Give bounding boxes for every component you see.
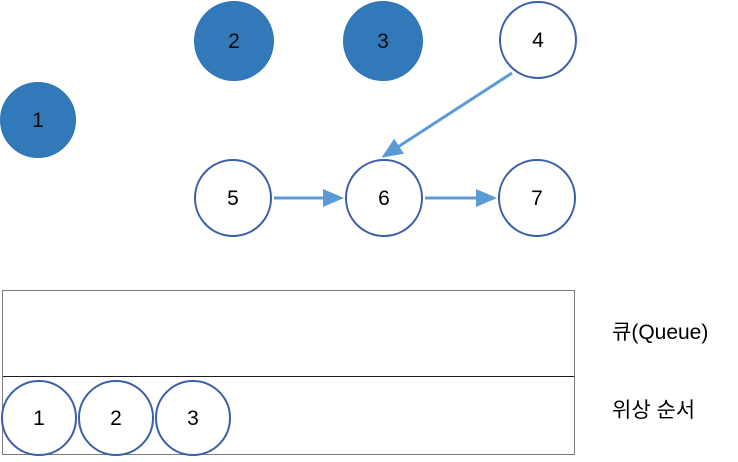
graph-node-7[interactable]: 7 <box>498 159 576 237</box>
graph-node-1[interactable]: 1 <box>0 82 76 158</box>
order-item-1[interactable]: 1 <box>1 380 77 456</box>
graph-node-2[interactable]: 2 <box>194 1 274 81</box>
order-item-3-label: 3 <box>187 406 199 430</box>
topological-order-label: 위상 순서 <box>612 399 696 422</box>
graph-node-3[interactable]: 3 <box>343 1 423 81</box>
graph-node-4[interactable]: 4 <box>499 1 577 79</box>
edge-4-to-6 <box>381 71 513 158</box>
graph-node-1-label: 1 <box>32 108 44 132</box>
graph-node-4-label: 4 <box>532 28 544 52</box>
graph-node-5[interactable]: 5 <box>194 159 272 237</box>
graph-node-7-label: 7 <box>531 186 543 210</box>
queue-label: 큐(Queue) <box>612 321 709 344</box>
table-row-divider <box>3 376 574 377</box>
graph-node-3-label: 3 <box>377 29 389 53</box>
graph-node-5-label: 5 <box>227 186 239 210</box>
order-item-3[interactable]: 3 <box>155 380 231 456</box>
graph-node-6[interactable]: 6 <box>345 159 423 237</box>
graph-node-6-label: 6 <box>378 186 390 210</box>
order-item-1-label: 1 <box>33 406 45 430</box>
order-item-2[interactable]: 2 <box>78 380 154 456</box>
queue-row[interactable] <box>2 290 575 376</box>
order-item-2-label: 2 <box>110 406 122 430</box>
graph-node-2-label: 2 <box>228 29 240 53</box>
